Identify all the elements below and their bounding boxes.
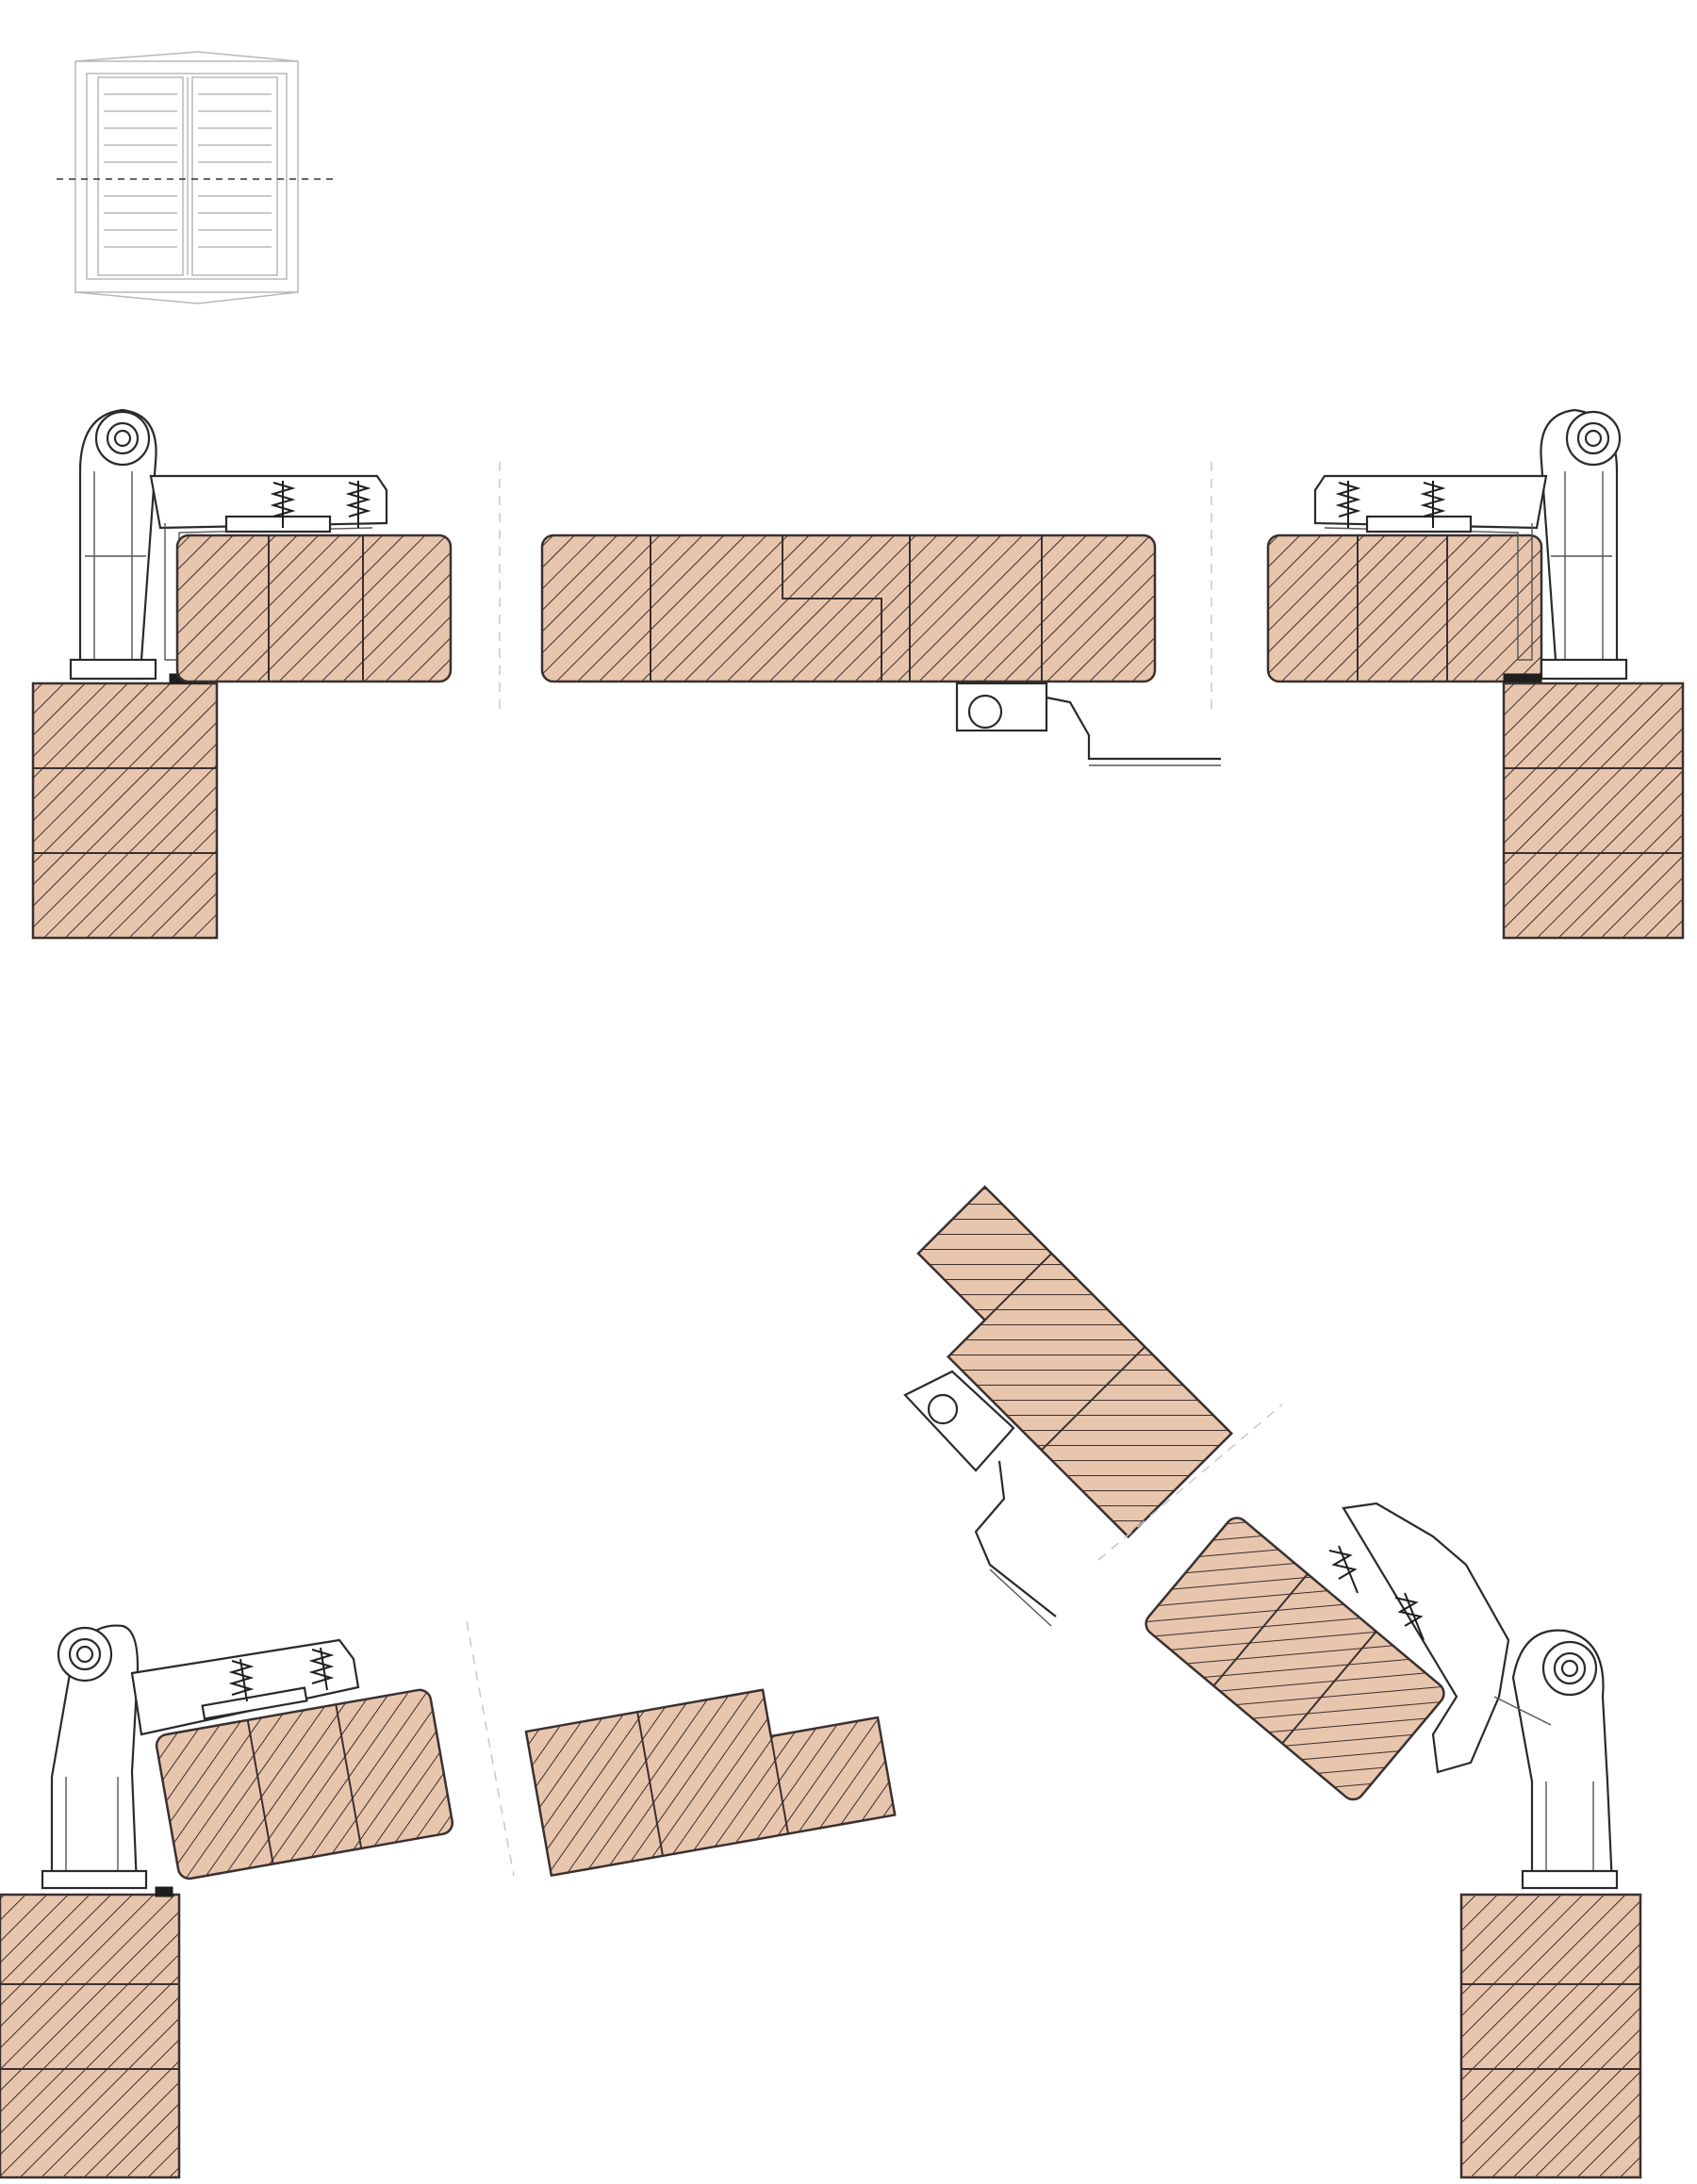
center-latch — [955, 681, 1221, 766]
bottom-left-hinge — [41, 1624, 360, 1897]
opening-latch — [903, 1370, 1057, 1627]
bottom-left-frame-post — [0, 1893, 181, 2179]
bottom-right-hinge — [1328, 1502, 1619, 1890]
window-elevation-thumbnail — [57, 51, 336, 304]
right-frame-post — [1502, 681, 1685, 940]
bottom-right-meeting-leaf — [916, 1185, 1234, 1539]
right-shutter-leaf — [191, 76, 278, 276]
left-frame-post — [31, 681, 219, 940]
bottom-left-meeting-leaf — [524, 1688, 897, 1877]
bottom-right-sash — [1145, 1517, 1445, 1801]
left-hinge — [69, 408, 388, 684]
bottom-right-frame-post — [1459, 1893, 1642, 2179]
right-hinge — [1313, 408, 1628, 684]
center-meeting-sashes — [540, 534, 1157, 683]
left-sash — [175, 534, 453, 683]
bottom-left-sash — [155, 1688, 454, 1880]
right-sash — [1266, 534, 1543, 683]
section-closed — [31, 408, 1685, 940]
left-shutter-leaf — [97, 76, 184, 276]
section-opening — [0, 1185, 1642, 2179]
